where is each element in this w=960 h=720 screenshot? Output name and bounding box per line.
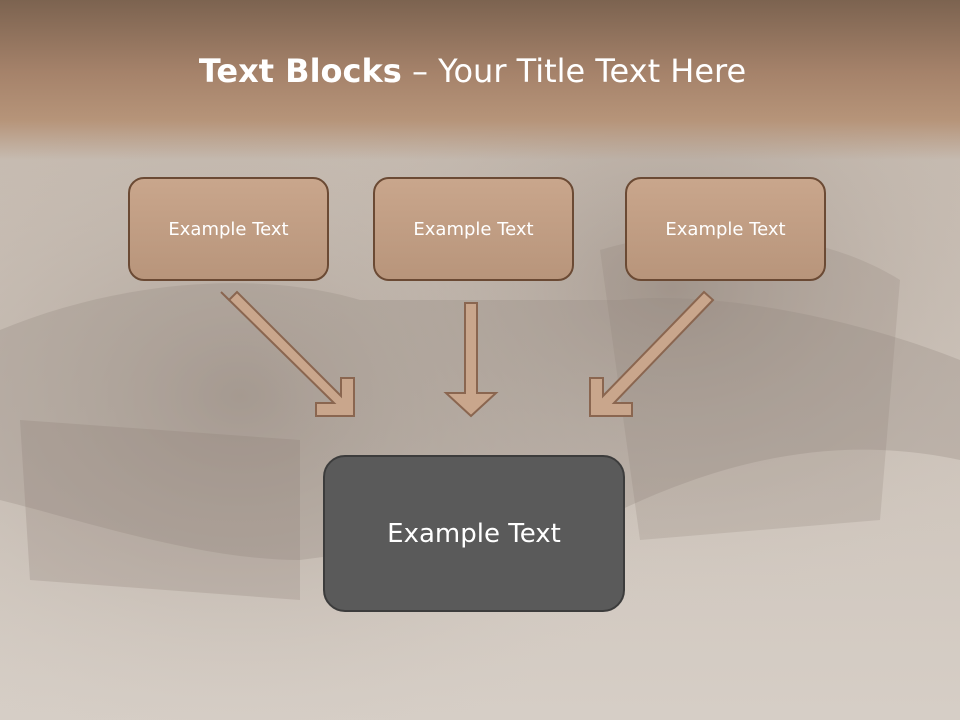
text-block-bottom-label: Example Text <box>387 518 561 549</box>
title-rest: Your Title Text Here <box>438 52 747 90</box>
text-block-center[interactable]: Example Text <box>373 177 574 281</box>
text-block-bottom[interactable]: Example Text <box>323 455 625 612</box>
text-block-left-label: Example Text <box>168 218 289 240</box>
text-block-center-label: Example Text <box>413 218 534 240</box>
title-bold: Text Blocks <box>198 52 402 90</box>
text-block-right[interactable]: Example Text <box>625 177 826 281</box>
title-separator: – <box>401 52 439 90</box>
arrow-right <box>589 290 715 417</box>
arrow-center <box>443 302 499 418</box>
arrow-left <box>220 290 355 417</box>
slide-title: Text Blocks – Your Title Text Here <box>0 52 945 90</box>
title-band <box>0 0 960 160</box>
text-block-right-label: Example Text <box>665 218 786 240</box>
text-block-left[interactable]: Example Text <box>128 177 329 281</box>
